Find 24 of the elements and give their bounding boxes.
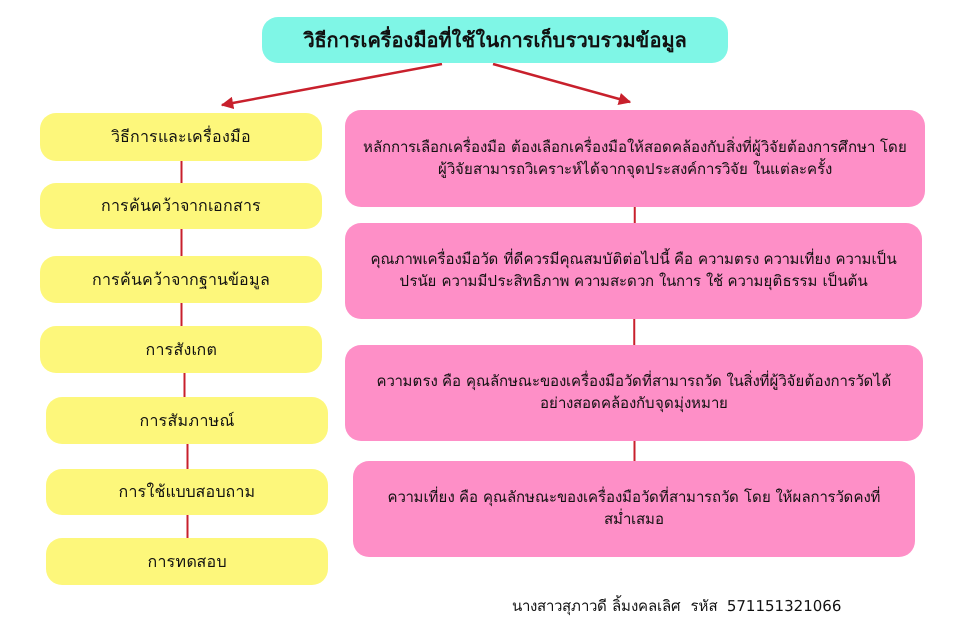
text-box: คุณภาพเครื่องมือวัด ที่ดีควรมีคุณสมบัติต่อไปนี้ คือ ความตรง ความเที่ยง ความเป็นปรนัย ความมีประสิทธิภาพ ความสะดวก ในการ ใช้ ความยุติธรรม เป็นต้น [345, 223, 922, 319]
connector-line [184, 373, 186, 397]
process-box: การทดสอบ [46, 538, 328, 585]
connector-line [634, 207, 636, 223]
process-box: การสัมภาษณ์ [46, 397, 328, 444]
process-box: การค้นคว้าจากเอกสาร [40, 183, 322, 229]
text-box: ความตรง คือ คุณลักษณะของเครื่องมือวัดที่สามารถวัด ในสิ่งที่ผู้วิจัยต้องการวัดได้อย่างสอดคล้องกับจุดมุ่งหมาย [345, 345, 923, 441]
connector-line [186, 515, 188, 538]
title-box: วิธีการเครื่องมือที่ใช้ในการเก็บรวบรวมข้อมูล [262, 17, 728, 63]
author-note: นางสาวสุภาวดี ลิ้มงคลเลิศ รหัส 571151321066 [512, 594, 842, 618]
connector-line [180, 229, 182, 256]
process-box: วิธีการและเครื่องมือ [40, 113, 322, 161]
connector-line [633, 319, 636, 345]
process-box: การสังเกต [40, 326, 322, 373]
process-box: การค้นคว้าจากฐานข้อมูล [40, 256, 322, 303]
connector-line [180, 303, 182, 326]
connector-line [180, 161, 182, 183]
connector-line [634, 441, 636, 461]
text-box: ความเที่ยง คือ คุณลักษณะของเครื่องมือวัดที่สามารถวัด โดย ให้ผลการวัดคงที่สม่ำเสมอ [353, 461, 915, 557]
arrow [220, 62, 442, 110]
process-box: การใช้แบบสอบถาม [46, 469, 328, 515]
connector-line [186, 444, 188, 469]
text-box: หลักการเลือกเครื่องมือ ต้องเลือกเครื่องมือให้สอดคล้องกับสิ่งที่ผู้วิจัยต้องการศึกษา โดยผู้วิจัยสามารถวิเคราะห์ได้จากจุดประสงค์การวิจัย ในแต่ละครั้ง [345, 110, 925, 207]
arrow [492, 62, 632, 106]
